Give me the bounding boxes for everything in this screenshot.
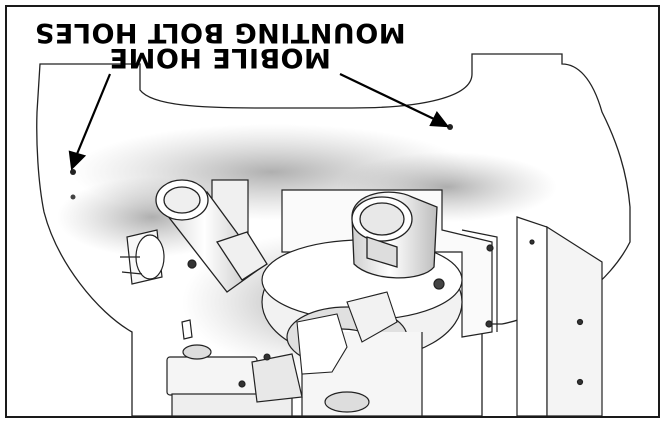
callout-mounting-bolt-holes: MOUNTING BOLT HOLES [34, 17, 405, 48]
pressure-switch [120, 229, 197, 285]
mounting-bolt-hole [70, 194, 76, 200]
furnace-underside-drawing: MOUNTING BOLT HOLES MOBILE HOME [34, 17, 631, 416]
mounting-bolt-hole [70, 169, 76, 175]
gas-valve-assembly [166, 319, 303, 416]
leader-arrow-right [339, 73, 450, 128]
right-flange [516, 216, 603, 416]
callout-mobile-home: MOBILE HOME [109, 42, 331, 73]
mounting-bolt-hole [447, 124, 453, 130]
exhaust-collar [351, 191, 438, 279]
flue-pipe [155, 179, 268, 293]
leader-arrow-left [68, 73, 112, 171]
burner-bracket [263, 291, 398, 375]
figure-frame: MOUNTING BOLT HOLES MOBILE HOME [5, 5, 660, 418]
